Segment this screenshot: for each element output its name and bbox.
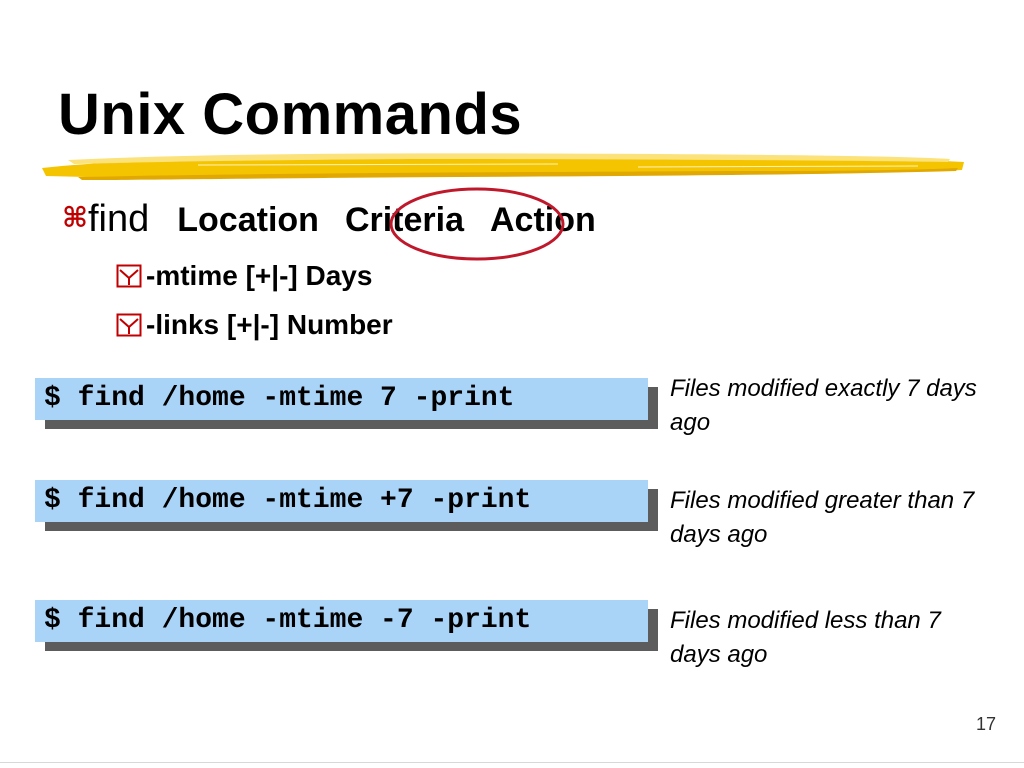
command-description-less: Files modified less than 7 days ago: [670, 607, 941, 668]
command-key-icon: ⌘: [62, 201, 88, 234]
sub-bullet-mtime-text: -mtime [+|-] Days: [146, 260, 373, 291]
keyword-action: Action: [490, 201, 596, 239]
footer-divider: [0, 762, 1024, 763]
command-description-greater: Files modified greater than 7 days ago: [670, 487, 975, 548]
page-number: 17: [975, 714, 996, 734]
command-example-greater: $ find /home -mtime +7 -print: [35, 480, 648, 522]
find-command-label: find: [87, 198, 150, 240]
keyword-location: Location: [177, 201, 319, 239]
command-example-exact: $ find /home -mtime 7 -print: [35, 378, 648, 420]
criteria-highlight-ellipse: [389, 187, 565, 261]
checkbox-icon: [116, 312, 142, 344]
sub-bullet-mtime: -mtime [+|-] Days: [116, 260, 372, 295]
checkbox-icon: [116, 263, 142, 295]
keyword-criteria: Criteria: [344, 201, 464, 239]
command-description-exact: Files modified exactly 7 days ago: [670, 375, 977, 436]
sub-bullet-links: -links [+|-] Number: [116, 309, 393, 344]
command-example-less: $ find /home -mtime -7 -print: [35, 600, 648, 642]
main-bullet: ⌘find Location Criteria Action: [62, 198, 596, 248]
slide-title: Unix Commands: [58, 82, 523, 147]
sub-bullet-links-text: -links [+|-] Number: [146, 309, 393, 340]
title-underline-brushstroke: [42, 153, 964, 180]
